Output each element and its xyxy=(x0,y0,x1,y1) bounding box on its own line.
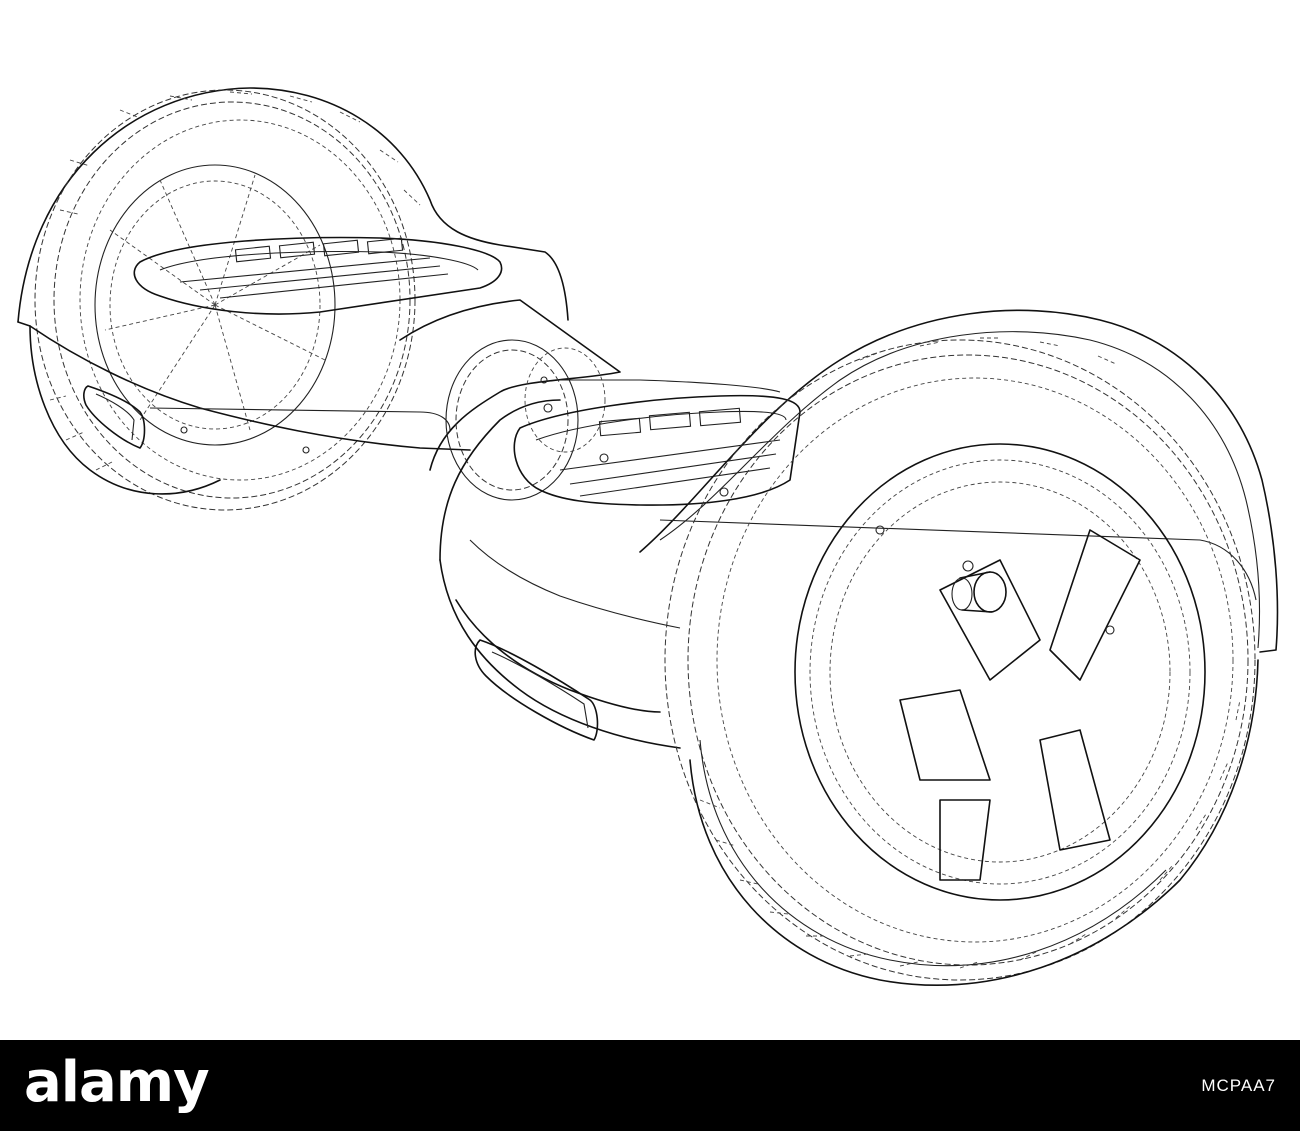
right-wheel-spokes xyxy=(899,529,1141,881)
left-body-shell xyxy=(29,325,471,451)
left-side-light xyxy=(83,385,146,449)
hoverboard-drawing xyxy=(17,87,1279,986)
left-footpad xyxy=(133,236,503,315)
center-joint xyxy=(399,299,621,471)
right-wheel-rim xyxy=(794,443,1206,901)
image-id-label: MCPAA7 xyxy=(1201,1075,1276,1095)
right-side-light xyxy=(474,639,599,741)
left-footpad-ribs xyxy=(179,237,449,299)
motor-axle xyxy=(973,571,1007,613)
watermark-bar: alamy MCPAA7 xyxy=(0,1040,1300,1131)
left-wheel-spokes xyxy=(104,174,326,431)
right-footpad-ribs xyxy=(559,407,781,497)
brand-logo: alamy xyxy=(24,1049,210,1115)
hoverboard-wireframe-icon xyxy=(17,87,1279,986)
right-fender xyxy=(639,309,1279,653)
right-wheel-tread xyxy=(699,337,1241,969)
left-fender xyxy=(17,87,569,323)
right-tire xyxy=(689,659,1259,986)
right-body-shell xyxy=(439,399,561,561)
right-footpad xyxy=(513,394,801,506)
